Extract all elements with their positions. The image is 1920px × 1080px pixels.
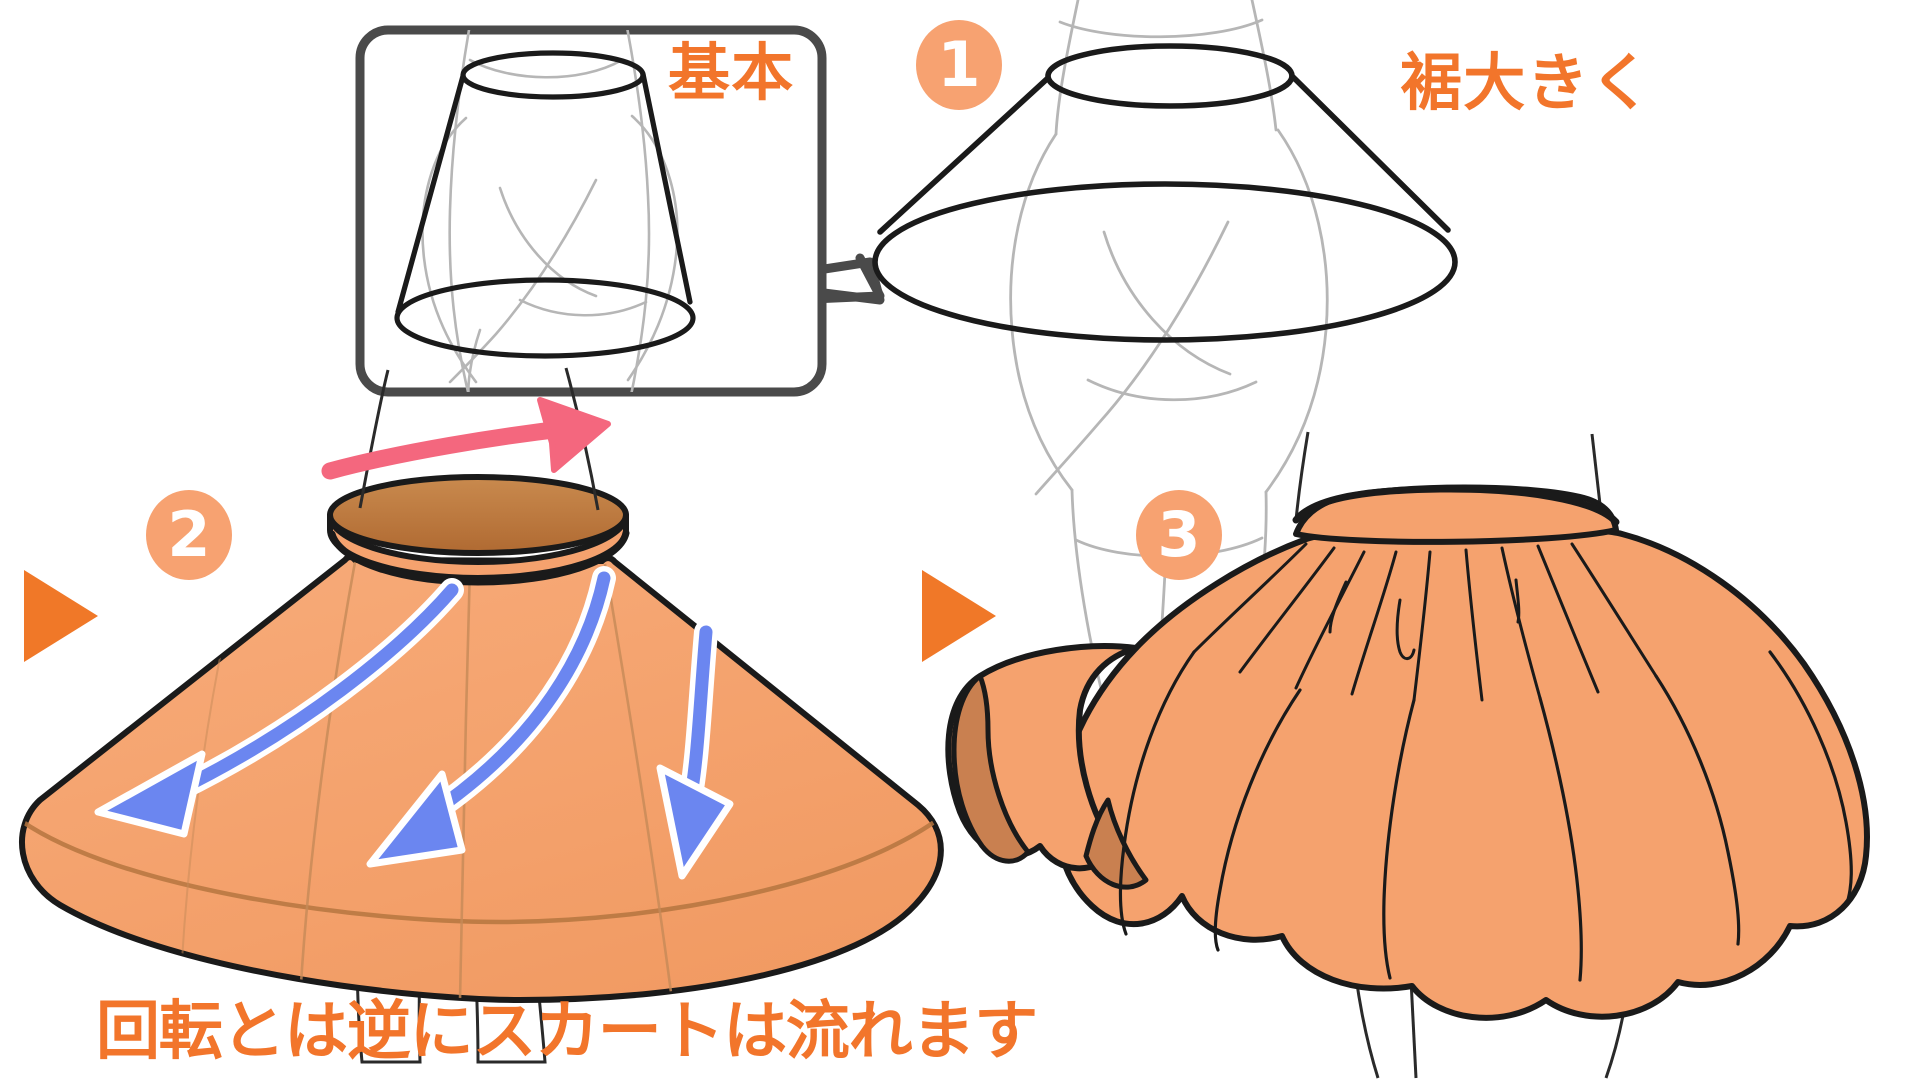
step2-figure [19, 367, 944, 1064]
blue-flow-arrow-3-head [656, 764, 734, 880]
label-kihon: 基本 [668, 36, 795, 109]
label-suso-ookiku: 裾大きく [1400, 46, 1653, 119]
cone-bottom-ellipse [394, 277, 696, 359]
step1-cone [872, 43, 1458, 343]
callout-panel-frame [355, 25, 827, 397]
basic-cone-panel [355, 25, 885, 397]
step-badge-3: 3 [1136, 490, 1222, 580]
step1-hem-ellipse [872, 181, 1458, 343]
blue-flow-arrow-2-head [366, 770, 466, 868]
step-advance-triangle-2[interactable] [922, 570, 996, 662]
cone-right-edge [640, 71, 693, 305]
blue-flow-arrows [94, 566, 734, 880]
waistband-top-disc [327, 474, 629, 556]
step1-right-edge [1289, 73, 1451, 233]
step3-left-flap-underside2 [1083, 797, 1149, 890]
step3-figure [945, 431, 1870, 1079]
step3-left-flap-underside [951, 673, 1031, 864]
blue-flow-arrow-2-shaft [423, 571, 611, 821]
pink-arrow-shaft [321, 419, 579, 480]
step1-left-edge [877, 75, 1051, 235]
cone-left-edge [395, 73, 466, 315]
waistband-lower-edge [328, 529, 630, 586]
step3-waistband-top-edge [1292, 485, 1620, 526]
step-badge-2: 2 [146, 490, 232, 580]
step2-waistband [327, 474, 630, 586]
step-advance-triangles[interactable] [24, 570, 996, 662]
pink-rotation-arrow [321, 397, 611, 480]
step-advance-triangle-1[interactable] [24, 570, 98, 662]
step1-waist-ellipse [1045, 43, 1295, 109]
step3-skirt-body [1054, 523, 1870, 1021]
blue-flow-arrow-1-head [94, 750, 206, 838]
step3-body-folds [1118, 650, 1853, 982]
step3-small-folds [1328, 578, 1521, 660]
pink-arrow-head [537, 397, 611, 473]
basic-cone-shape [394, 50, 696, 359]
blue-flow-arrow-1-shaft [171, 583, 459, 797]
label-rotation-caption: 回転とは逆にスカートは流れます [96, 995, 1038, 1069]
step-badge-1: 1 [916, 20, 1002, 110]
